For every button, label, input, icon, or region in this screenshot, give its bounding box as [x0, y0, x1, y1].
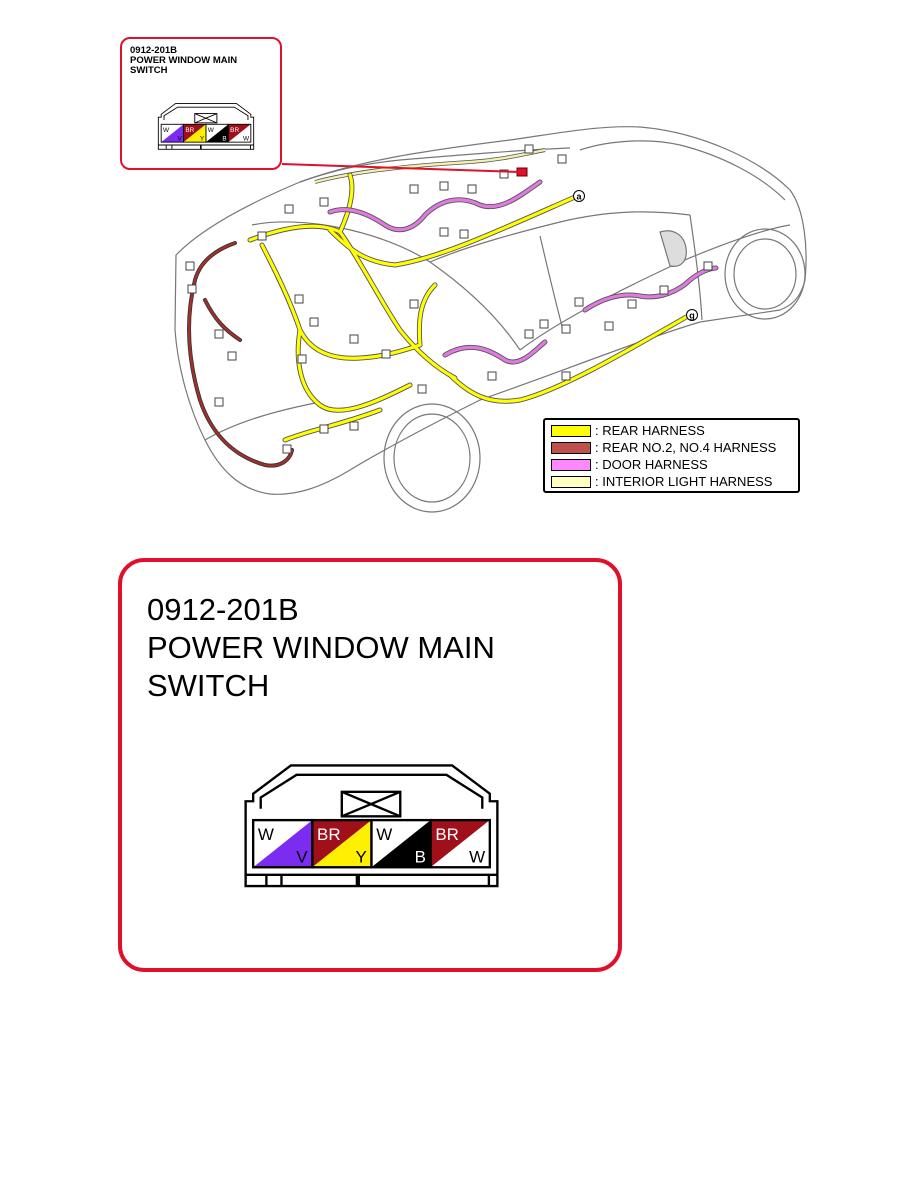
terminal-bottom-wire-color: W [469, 848, 485, 867]
legend-item-interior-light-harness: : INTERIOR LIGHT HARNESS [551, 473, 772, 490]
callout-a: a [573, 190, 585, 202]
connector-code: 0912-201B [147, 592, 299, 627]
inset-connector-name-line2: SWITCH [130, 65, 168, 76]
legend-swatch [551, 475, 591, 488]
connector-terminal-4: BR W [429, 818, 492, 869]
connector-name-line2: SWITCH [147, 668, 270, 703]
terminal-bottom-wire-color: B [415, 848, 426, 867]
connector-title: 0912-201B POWER WINDOW MAIN SWITCH [147, 591, 607, 705]
harness-connectors [185, 144, 713, 454]
door-harness [327, 179, 719, 365]
terminal-bottom-wire-color: W [243, 135, 250, 142]
terminal-top-wire-color: W [258, 825, 274, 844]
rear-no2-no4-harness [186, 241, 294, 468]
legend-item-door-harness: : DOOR HARNESS [551, 456, 708, 473]
terminal-top-wire-color: BR [185, 127, 194, 134]
inset-connector-title: 0912-201B POWER WINDOW MAIN SWITCH [130, 46, 280, 76]
connector-latch [340, 790, 402, 818]
terminal-bottom-wire-color: V [296, 848, 308, 867]
car-harness-diagram: a g [174, 126, 807, 513]
connector-terminal-2: BR Y [183, 123, 207, 143]
svg-text:a: a [576, 192, 582, 202]
connector-terminal-2: BR Y [311, 818, 373, 869]
terminal-top-wire-color: W [208, 127, 215, 134]
legend-swatch [551, 441, 591, 454]
connector-latch [194, 113, 218, 124]
harness-legend: : REAR HARNESS : REAR NO.2, NO.4 HARNESS… [543, 418, 800, 493]
connector-terminal-1: WV [251, 818, 314, 869]
terminal-top-wire-color: W [163, 127, 170, 134]
terminal-bottom-wire-color: Y [200, 135, 205, 142]
connector-terminal-1: WV [160, 123, 185, 143]
car-body-outline [174, 126, 807, 513]
legend-item-rear-harness: : REAR HARNESS [551, 422, 705, 439]
legend-item-rear-no2-harness: : REAR NO.2, NO.4 HARNESS [551, 439, 776, 456]
inset-connector-name-line1: POWER WINDOW MAIN [130, 55, 238, 66]
callout-leader-line [281, 163, 521, 173]
terminal-bottom-wire-color: Y [355, 848, 366, 867]
svg-text:g: g [689, 311, 695, 321]
inset-connector-code: 0912-201B [130, 45, 178, 56]
terminal-top-wire-color: BR [435, 825, 459, 844]
connector-terminal-3: WB [370, 818, 432, 869]
callout-g: g [686, 309, 698, 321]
connector-terminal-4: BR W [227, 123, 252, 143]
legend-swatch [551, 424, 591, 437]
terminal-top-wire-color: W [376, 825, 392, 844]
legend-swatch [551, 458, 591, 471]
connector-terminal-3: WB [205, 123, 229, 143]
terminal-bottom-wire-color: B [222, 135, 226, 142]
rear-harness [247, 172, 691, 443]
terminal-top-wire-color: BR [230, 127, 239, 134]
terminal-top-wire-color: BR [317, 825, 341, 844]
terminal-bottom-wire-color: V [178, 135, 183, 142]
connector-name-line1: POWER WINDOW MAIN [147, 630, 495, 665]
